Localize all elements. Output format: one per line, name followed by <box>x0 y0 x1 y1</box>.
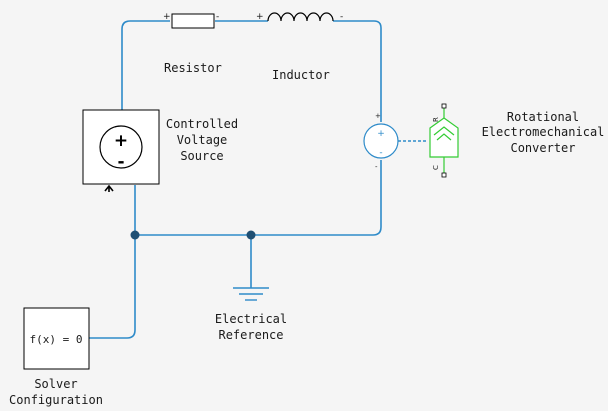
voltage-source-label-line3: Source <box>180 149 223 163</box>
converter-outer-plus: + <box>375 112 381 120</box>
solver-label-line1: Solver <box>34 377 77 391</box>
inductor-label: Inductor <box>272 68 330 82</box>
reference-label-line1: Electrical <box>215 312 287 326</box>
converter-label-line1: Rotational <box>507 110 579 124</box>
converter-outer-minus: - <box>375 163 378 171</box>
resistor-label: Resistor <box>164 61 222 75</box>
voltage-source-label-line1: Controlled <box>166 117 238 131</box>
converter-label-line2: Electromechanical <box>482 125 605 139</box>
inductor-plus: + <box>256 12 264 22</box>
wires <box>89 20 428 339</box>
input-port-arrow-icon[interactable] <box>104 184 114 192</box>
solver-expression: f(x) = 0 <box>30 333 83 346</box>
voltage-source-circle <box>99 125 143 169</box>
junction-node-right <box>246 230 256 240</box>
electrical-reference-block[interactable]: Electrical Reference <box>215 287 287 342</box>
wire-source-to-resistor[interactable] <box>121 20 170 110</box>
resistor-block[interactable]: + - Resistor <box>163 12 222 75</box>
solver-label-line2: Configuration <box>9 393 103 407</box>
inductor-symbol <box>267 12 334 22</box>
inductor-block[interactable]: + - Inductor <box>256 12 343 82</box>
wire-inductor-to-converter[interactable] <box>333 20 382 122</box>
rotational-electromechanical-converter-block[interactable]: + - + - R C Rotational Electromechanical… <box>363 103 605 178</box>
converter-port-c: C <box>432 165 440 170</box>
voltage-source-label-line2: Voltage <box>177 133 228 147</box>
wire-converter-to-ground[interactable] <box>135 160 382 236</box>
resistor-minus: - <box>216 12 219 22</box>
junction-node-left <box>130 230 140 240</box>
converter-mechanical-symbol <box>429 103 459 178</box>
voltage-source-plus: + <box>114 131 128 151</box>
wire-node-to-solver[interactable] <box>89 235 136 339</box>
controlled-voltage-source-block[interactable]: + - Controlled Voltage Source <box>82 109 238 192</box>
converter-electrical-circle <box>363 123 399 159</box>
reference-label-line2: Reference <box>218 328 283 342</box>
converter-inner-plus: + <box>377 129 385 139</box>
solver-frame <box>23 307 90 370</box>
converter-label-line3: Converter <box>510 141 575 155</box>
solver-configuration-block[interactable]: f(x) = 0 Solver Configuration <box>9 307 103 407</box>
converter-inner-minus: - <box>379 148 382 158</box>
converter-port-r: R <box>432 117 440 122</box>
resistor-plus: + <box>163 12 171 22</box>
inductor-minus: - <box>340 12 343 22</box>
voltage-source-minus: - <box>117 152 124 172</box>
resistor-symbol <box>171 13 215 29</box>
